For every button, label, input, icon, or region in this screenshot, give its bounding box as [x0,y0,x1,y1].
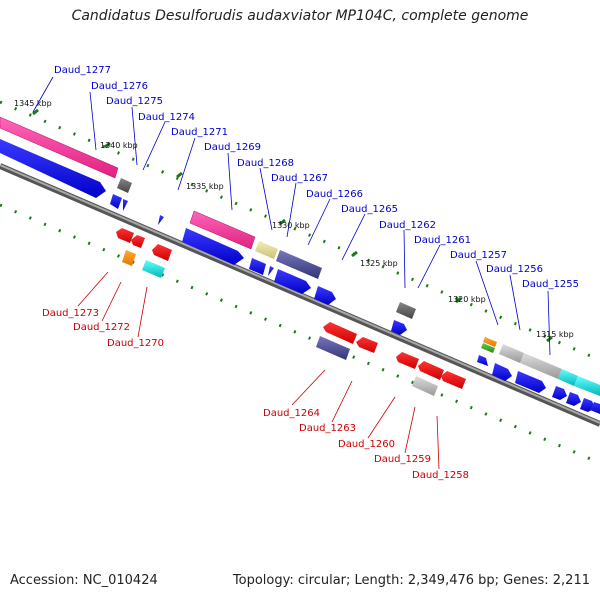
gene-label[interactable]: Daud_1270 [107,338,164,349]
gene-arrow-blue[interactable] [158,215,164,225]
gene-label[interactable]: Daud_1269 [204,142,261,153]
gene-arrow-blue[interactable] [110,194,122,209]
gene-label[interactable]: Daud_1267 [271,173,328,184]
gene-feature-orange[interactable] [122,250,136,266]
gene-label[interactable]: Daud_1264 [263,408,320,419]
gene-arrow-blue[interactable] [515,371,546,393]
gene-feature-purple[interactable] [276,250,322,279]
gene-label[interactable]: Daud_1255 [522,279,579,290]
gene-feature-gray[interactable] [520,353,562,379]
kbp-label: 1325 kbp [360,259,398,268]
gene-arrow-blue[interactable] [0,139,106,198]
forward-strand-genes [0,116,600,414]
gene-label[interactable]: Daud_1259 [374,454,431,465]
kbp-ruler: 1345 kbp 1340 kbp 1335 kbp 1330 kbp 1325… [14,99,574,343]
forward-leader-lines [32,76,551,356]
gene-arrow-blue[interactable] [552,386,567,400]
gene-label[interactable]: Daud_1272 [73,322,130,333]
gene-arrow-blue[interactable] [268,266,274,276]
gene-arrow-blue[interactable] [492,363,512,381]
kbp-label: 1335 kbp [186,182,224,191]
gene-arrow-red[interactable] [441,371,466,389]
tick-track-upper [0,100,600,362]
accession-label: Accession: NC_010424 [10,573,158,588]
reverse-gene-labels: Daud_1273 Daud_1272 Daud_1270 Daud_1264 … [42,308,469,481]
gene-label[interactable]: Daud_1266 [306,189,363,200]
gene-feature-pink[interactable] [0,116,119,179]
gene-feature-pink[interactable] [189,210,256,250]
gene-feature-gray[interactable] [396,302,416,319]
gene-label[interactable]: Daud_1265 [341,204,398,215]
gene-label[interactable]: Daud_1261 [414,235,471,246]
gene-arrow-blue[interactable] [477,355,488,366]
gene-arrow-blue[interactable] [391,320,407,335]
gene-feature-gray[interactable] [499,344,524,363]
gene-label[interactable]: Daud_1257 [450,250,507,261]
genome-summary: Topology: circular; Length: 2,349,476 bp… [232,573,590,588]
kbp-label: 1315 kbp [536,330,574,339]
gene-arrow-blue[interactable] [274,269,311,294]
gene-label[interactable]: Daud_1260 [338,439,395,450]
gene-label[interactable]: Daud_1262 [379,220,436,231]
gene-label[interactable]: Daud_1256 [486,264,543,275]
gene-label[interactable]: Daud_1268 [237,158,294,169]
gene-label[interactable]: Daud_1274 [138,112,195,123]
gene-arrow-red[interactable] [131,235,145,248]
kbp-label: 1320 kbp [448,295,486,304]
gene-label[interactable]: Daud_1276 [91,81,148,92]
kbp-label: 1330 kbp [272,221,310,230]
gene-arrow-blue[interactable] [566,392,581,406]
gene-label[interactable]: Daud_1275 [106,96,163,107]
backbone [0,163,600,427]
gene-feature-gray[interactable] [117,178,132,193]
gene-arrow-red[interactable] [396,352,419,369]
gene-feature-green[interactable] [481,343,495,353]
gene-feature-cyan[interactable] [142,260,165,278]
gene-label[interactable]: Daud_1271 [171,127,228,138]
page-title: Candidatus Desulforudis audaxviator MP10… [71,8,529,24]
gene-feature-cyan[interactable] [574,376,600,396]
gene-arrow-red[interactable] [418,361,444,380]
gene-arrow-blue[interactable] [182,228,244,265]
kbp-label: 1340 kbp [100,141,138,150]
forward-gene-labels: Daud_1277 Daud_1276 Daud_1275 Daud_1274 … [54,65,579,290]
gene-feature-yellow[interactable] [255,241,278,259]
gene-arrow-red[interactable] [356,337,378,353]
gene-arrow-red[interactable] [152,244,172,261]
tick-track-lower [0,203,600,465]
gene-feature-gray[interactable] [412,376,438,396]
kbp-label: 1345 kbp [14,99,52,108]
gene-arrow-red[interactable] [116,228,134,243]
reverse-leader-lines [77,271,440,470]
gene-arrow-blue[interactable] [590,402,600,414]
gene-feature-cyan[interactable] [558,369,578,386]
gene-label[interactable]: Daud_1263 [299,423,356,434]
gene-label[interactable]: Daud_1273 [42,308,99,319]
gene-arrow-blue[interactable] [249,258,266,275]
gene-label[interactable]: Daud_1258 [412,470,469,481]
reverse-strand-genes [116,228,466,396]
gene-arrow-red[interactable] [323,322,357,344]
gene-label[interactable]: Daud_1277 [54,65,111,76]
gene-arrow-blue[interactable] [123,199,128,211]
gene-arrow-blue[interactable] [314,286,336,305]
gene-feature-orange[interactable] [483,337,497,347]
gene-feature-purple[interactable] [316,336,350,360]
